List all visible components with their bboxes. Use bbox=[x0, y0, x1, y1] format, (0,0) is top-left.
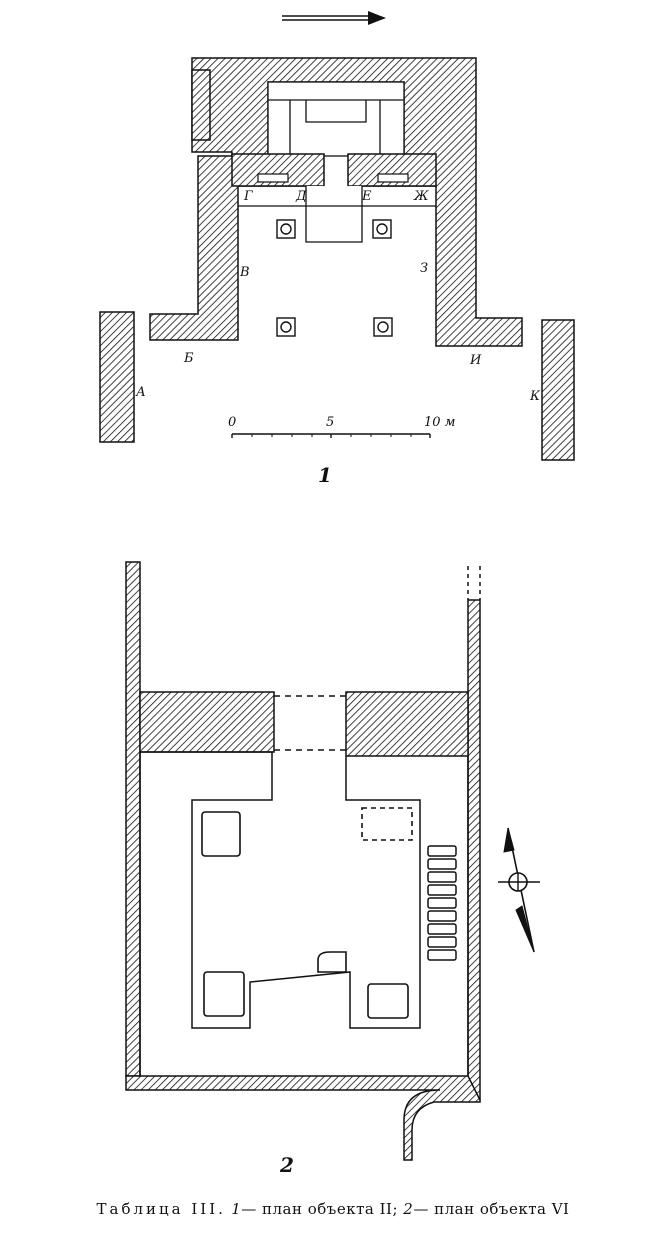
room-label-k: К bbox=[529, 389, 541, 404]
hearth bbox=[317, 951, 347, 973]
plan-1-number: 1 bbox=[318, 463, 332, 487]
plan-2-room-outline bbox=[140, 751, 421, 1029]
north-compass-icon bbox=[498, 827, 540, 953]
plan-1-columns bbox=[276, 219, 393, 337]
plan-1-wall-k bbox=[541, 319, 575, 461]
plan-2-number: 2 bbox=[279, 1153, 294, 1177]
direction-arrow-icon bbox=[282, 11, 386, 25]
column-base bbox=[276, 219, 296, 239]
column-base bbox=[372, 219, 392, 239]
plan-1-niche-left bbox=[257, 173, 289, 183]
pillar-base bbox=[203, 971, 245, 1017]
column-base bbox=[373, 317, 393, 337]
plan-2-pillars bbox=[201, 807, 413, 1019]
caption-prefix: Таблица III. bbox=[96, 1200, 226, 1218]
pillar-base bbox=[201, 811, 241, 857]
plan-1-niche-right bbox=[377, 173, 409, 183]
plan-2-steps bbox=[427, 845, 457, 961]
room-label-e: Е bbox=[361, 189, 372, 204]
room-label-g: Г bbox=[243, 189, 253, 204]
scale-tick-0: 0 bbox=[228, 415, 236, 430]
caption-text-1: — план объекта II; bbox=[241, 1200, 399, 1218]
plan-2-doorway bbox=[274, 695, 346, 751]
plan-2-wall-top-left bbox=[139, 691, 275, 753]
plan-2-wall-bottom bbox=[125, 1075, 481, 1161]
plan-2-wall-right bbox=[467, 599, 481, 1101]
room-label-d: Д bbox=[295, 189, 307, 204]
caption-text-2: — план объекта VI bbox=[413, 1200, 570, 1218]
plan-1-inner-chamber bbox=[267, 81, 405, 157]
plan-2-wall-top-right bbox=[345, 691, 469, 757]
room-label-a: А bbox=[135, 385, 146, 400]
plan-1: А Б В Г Д Е Ж З И К 0 5 10 м 1 bbox=[99, 11, 575, 487]
room-label-b: Б bbox=[183, 351, 194, 366]
room-label-z: З bbox=[420, 261, 428, 276]
plan-2-wall-left bbox=[125, 561, 141, 1077]
caption-number-2: 2 bbox=[403, 1200, 414, 1218]
plan-1-wall-fragment bbox=[191, 69, 211, 141]
scale-bar: 0 5 10 м bbox=[228, 415, 455, 438]
plan-1-wall-a bbox=[99, 311, 135, 443]
figure-caption: Таблица III. 1— план объекта II; 2— план… bbox=[0, 1200, 666, 1218]
scale-tick-10: 10 м bbox=[424, 415, 455, 430]
column-base bbox=[276, 317, 296, 337]
caption-number-1: 1 bbox=[231, 1200, 242, 1218]
room-label-zh: Ж bbox=[413, 189, 429, 204]
room-label-i: И bbox=[469, 353, 482, 368]
plan-1-passage bbox=[305, 186, 363, 243]
plan-2: 2 bbox=[125, 561, 540, 1177]
pillar-base-dashed bbox=[361, 807, 413, 841]
room-label-v: В bbox=[239, 265, 250, 280]
scale-tick-5: 5 bbox=[326, 415, 334, 430]
pillar-base bbox=[367, 983, 409, 1019]
